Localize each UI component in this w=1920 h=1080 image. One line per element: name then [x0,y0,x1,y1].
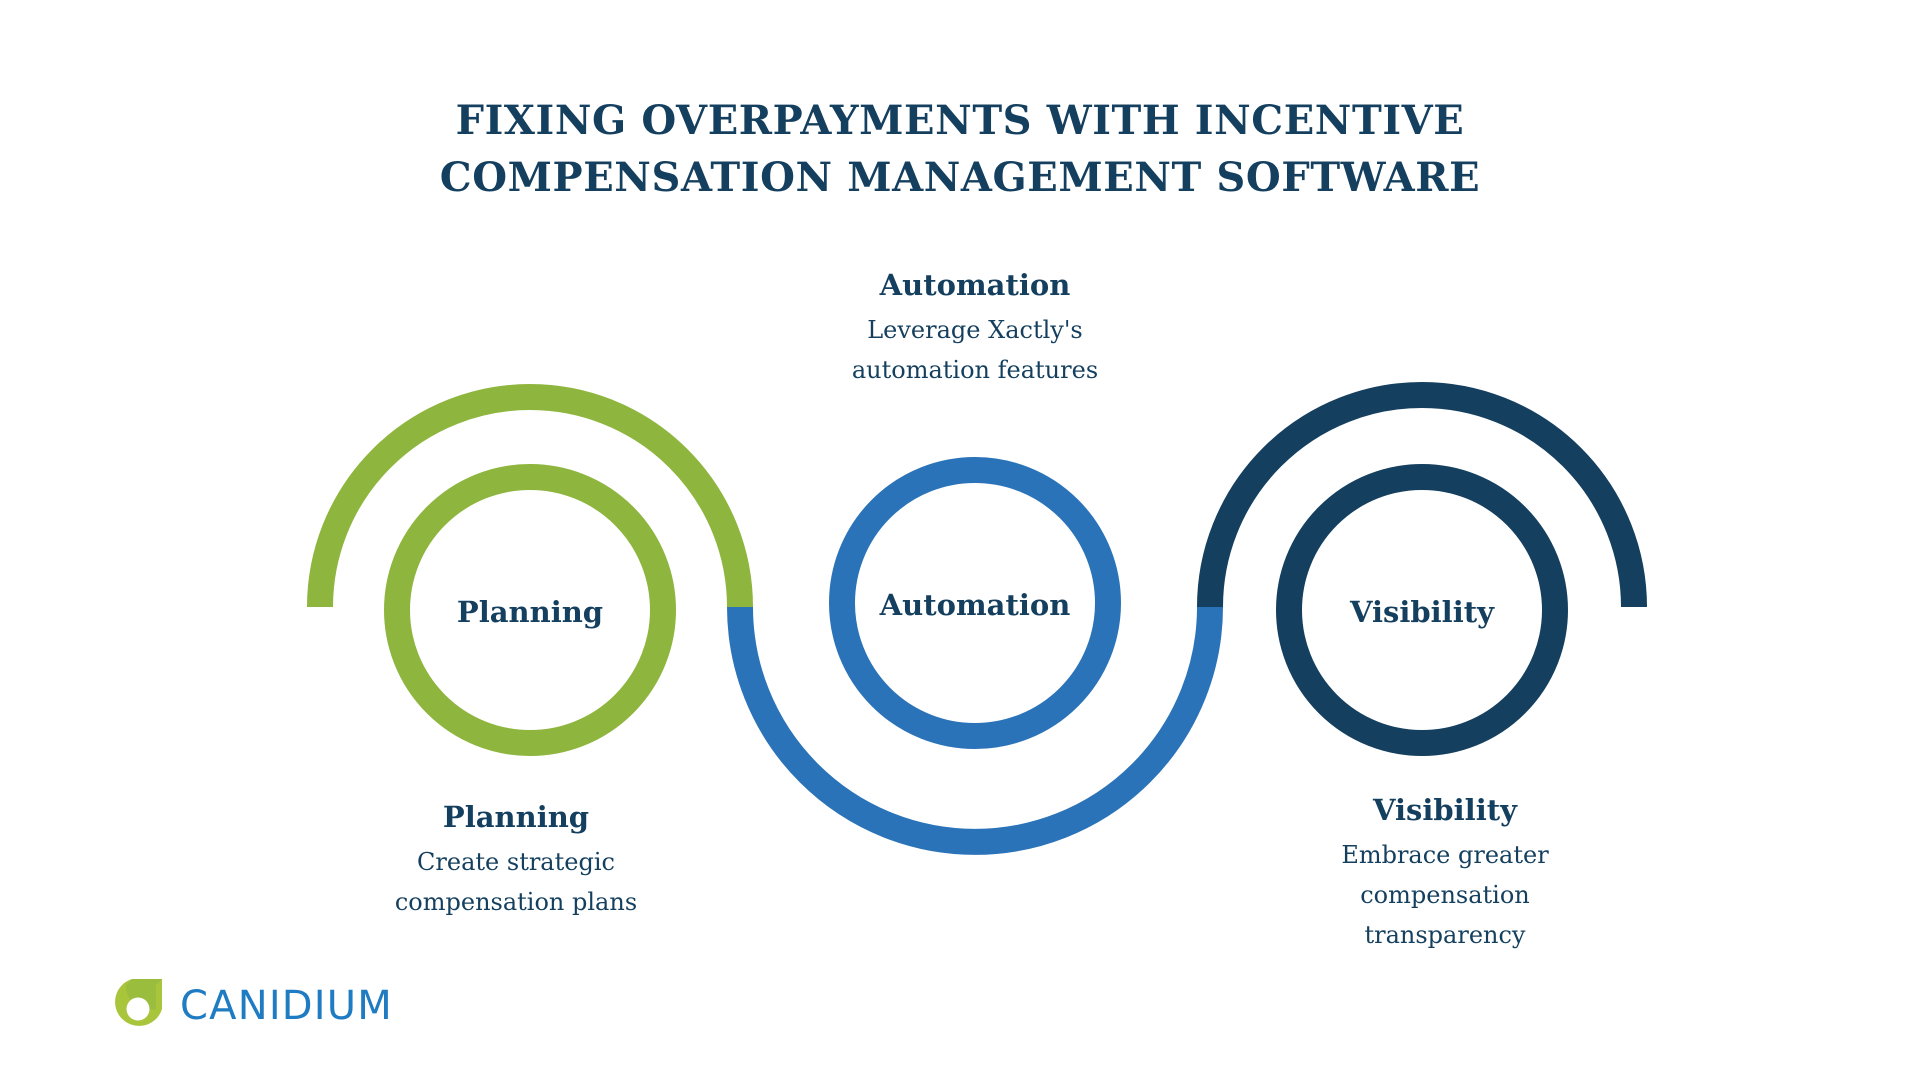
caption-body-automation-line-1: Leverage Xactly's [867,316,1083,344]
caption-title-visibility: Visibility [1373,793,1517,827]
ring-label-automation: Automation [879,588,1071,622]
caption-body-planning-line-1: Create strategic [417,848,615,876]
outer-arc-planning [307,384,753,608]
title-line-1: FIXING OVERPAYMENTS WITH INCENTIVE [455,97,1465,144]
canidium-wordmark: CANIDIUM [180,983,393,1029]
page-title: FIXING OVERPAYMENTS WITH INCENTIVE COMPE… [360,92,1560,206]
caption-visibility: Visibility Embrace greater compensation … [1295,791,1595,955]
caption-planning: Planning Create strategic compensation p… [366,798,666,922]
inner-ring-planning [384,464,676,756]
caption-body-automation-line-2: automation features [851,356,1099,384]
inner-ring-visibility [1276,464,1568,756]
caption-automation: Automation Leverage Xactly's automation … [825,266,1125,390]
title-line-2: COMPENSATION MANAGEMENT SOFTWARE [439,154,1481,201]
caption-body-visibility-line-3: transparency [1364,921,1526,949]
caption-title-automation: Automation [879,268,1071,302]
inner-ring-automation [829,457,1121,749]
ring-label-visibility: Visibility [1350,595,1494,629]
caption-body-visibility-line-1: Embrace greater [1341,841,1549,869]
outer-arc-automation [727,606,1223,855]
outer-arc-visibility [1197,382,1647,608]
caption-body-visibility-line-2: compensation [1360,881,1530,909]
canidium-leaf-icon [115,979,162,1026]
ring-label-planning: Planning [456,595,604,629]
caption-body-planning-line-2: compensation plans [394,888,638,916]
caption-title-planning: Planning [442,800,590,834]
canidium-logo[interactable]: CANIDIUM [110,975,393,1037]
